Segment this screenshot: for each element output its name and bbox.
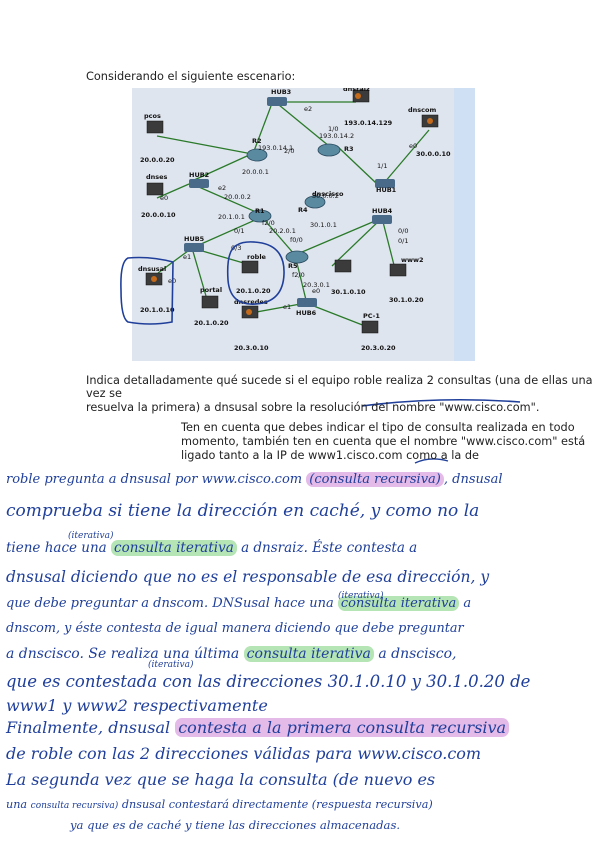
svg-text:20.1.0.20: 20.1.0.20 <box>236 287 271 295</box>
svg-text:e0: e0 <box>160 194 168 202</box>
svg-text:20.1.0.20: 20.1.0.20 <box>194 319 229 327</box>
svg-text:30.1.0.20: 30.1.0.20 <box>389 296 424 304</box>
svg-text:R3: R3 <box>344 145 354 153</box>
svg-text:HUB5: HUB5 <box>184 235 205 243</box>
question-line-1: Indica detalladamente qué sucede si el e… <box>86 374 593 387</box>
handwritten-answer-line-2: comprueba si tiene la dirección en caché… <box>6 501 480 521</box>
svg-text:f2/0: f2/0 <box>292 271 305 279</box>
svg-text:e1: e1 <box>183 253 191 261</box>
question-line-2: vez se <box>86 387 122 400</box>
svg-text:dnses: dnses <box>146 173 168 181</box>
svg-text:20.0.0.20: 20.0.0.20 <box>140 156 175 164</box>
handwritten-answer-line-4: dnsusal diciendo que no es el responsabl… <box>6 568 490 586</box>
intro-text: Considerando el siguiente escenario: <box>86 70 296 83</box>
svg-text:0/1: 0/1 <box>234 227 244 235</box>
handwritten-answer-line-9: www1 y www2 respectivamente <box>6 696 268 715</box>
handwritten-answer-line-14: ya que es de caché y tiene las direccion… <box>70 818 401 832</box>
svg-text:20.3.0.1: 20.3.0.1 <box>303 281 330 289</box>
handwritten-answer-line-13: una consulta recursiva) dnsusal contesta… <box>6 798 433 811</box>
svg-text:30.1.0.1: 30.1.0.1 <box>310 221 337 229</box>
svg-text:e0: e0 <box>409 142 417 150</box>
svg-text:portal: portal <box>200 286 222 294</box>
svg-text:193.0.14.2: 193.0.14.2 <box>319 132 354 140</box>
svg-text:HUB1: HUB1 <box>376 186 397 194</box>
svg-text:dnscom: dnscom <box>408 106 436 114</box>
svg-text:roble: roble <box>247 253 267 261</box>
handwritten-answer-line-11: de roble con las 2 direcciones válidas p… <box>6 744 482 763</box>
handwritten-answer-line-12: La segunda vez que se haga la consulta (… <box>6 770 436 789</box>
svg-text:HUB2: HUB2 <box>189 171 209 179</box>
svg-text:193.0.14.1: 193.0.14.1 <box>258 144 293 152</box>
note-line-3: ligado tanto a la IP de www1.cisco.com c… <box>181 449 479 462</box>
svg-text:e0: e0 <box>168 277 176 285</box>
svg-text:20.1.0.1: 20.1.0.1 <box>218 213 245 221</box>
svg-text:e2: e2 <box>304 105 312 113</box>
svg-text:HUB4: HUB4 <box>372 207 393 215</box>
handwritten-answer-line-10: Finalmente, dnsusal contesta a la primer… <box>6 718 510 737</box>
svg-text:30.0.0.2: 30.0.0.2 <box>312 192 339 200</box>
svg-text:2/0: 2/0 <box>284 147 294 155</box>
svg-text:R2: R2 <box>252 137 262 145</box>
network-diagram: HUB3 dnsraiz HUB1 pcos dnses HUB2 dnscom… <box>132 88 475 361</box>
handwritten-answer-line-1: roble pregunta a dnsusal por www.cisco.c… <box>6 472 503 487</box>
svg-text:193.0.14.129: 193.0.14.129 <box>344 119 393 127</box>
svg-text:20.1.0.10: 20.1.0.10 <box>140 306 175 314</box>
handwritten-answer-line-6: dnscom, y éste contesta de igual manera … <box>6 621 464 636</box>
svg-text:30.0.0.10: 30.0.0.10 <box>416 150 451 158</box>
handwritten-note-iterativa-3: (iterativa) <box>148 660 194 670</box>
svg-text:PC-1: PC-1 <box>363 312 380 320</box>
svg-text:e1: e1 <box>283 303 291 311</box>
svg-text:R1: R1 <box>255 207 265 215</box>
svg-text:0/3: 0/3 <box>231 244 241 252</box>
svg-text:R5: R5 <box>288 262 298 270</box>
svg-text:www2: www2 <box>401 256 424 264</box>
svg-text:20.0.0.2: 20.0.0.2 <box>224 193 251 201</box>
svg-text:30.1.0.10: 30.1.0.10 <box>331 288 366 296</box>
handwritten-answer-line-8: que es contestada con las direcciones 30… <box>6 672 531 691</box>
svg-text:dnsusal: dnsusal <box>138 265 166 273</box>
question-line-3: resuelva la primera) a dnsusal sobre la … <box>86 401 540 414</box>
svg-text:1/1: 1/1 <box>377 162 387 170</box>
note-line-2: momento, también ten en cuenta que el no… <box>181 435 586 448</box>
svg-text:20.0.0.10: 20.0.0.10 <box>141 211 176 219</box>
svg-text:0/1: 0/1 <box>398 237 408 245</box>
svg-text:0/0: 0/0 <box>398 227 408 235</box>
svg-text:HUB3: HUB3 <box>271 88 291 96</box>
svg-text:1/0: 1/0 <box>328 125 338 133</box>
svg-text:dnscisco: dnscisco <box>312 190 344 198</box>
handwritten-answer-line-5: que debe preguntar a dnscom. DNSusal hac… <box>6 596 472 611</box>
handwritten-note-iterativa-2: (iterativa) <box>338 591 384 601</box>
handwritten-note-iterativa-1: (iterativa) <box>68 531 114 541</box>
svg-text:20.3.0.10: 20.3.0.10 <box>234 344 269 352</box>
svg-text:dnsredes: dnsredes <box>234 298 268 306</box>
svg-text:HUB6: HUB6 <box>296 309 317 317</box>
handwritten-answer-line-3: tiene hace una consulta iterativa a dnsr… <box>6 540 418 556</box>
svg-text:20.0.0.1: 20.0.0.1 <box>242 168 269 176</box>
svg-text:20.2.0.1: 20.2.0.1 <box>269 227 296 235</box>
svg-text:e2: e2 <box>218 184 226 192</box>
svg-text:e0: e0 <box>312 287 320 295</box>
handwritten-answer-line-7: a dnscisco. Se realiza una última consul… <box>6 646 457 662</box>
svg-text:dnsraiz: dnsraiz <box>343 88 370 93</box>
note-line-1: Ten en cuenta que debes indicar el tipo … <box>181 421 575 434</box>
svg-text:R4: R4 <box>298 206 308 214</box>
svg-text:f2/0: f2/0 <box>262 219 275 227</box>
svg-text:pcos: pcos <box>144 112 161 120</box>
svg-text:20.3.0.20: 20.3.0.20 <box>361 344 396 352</box>
svg-text:f0/0: f0/0 <box>290 236 303 244</box>
